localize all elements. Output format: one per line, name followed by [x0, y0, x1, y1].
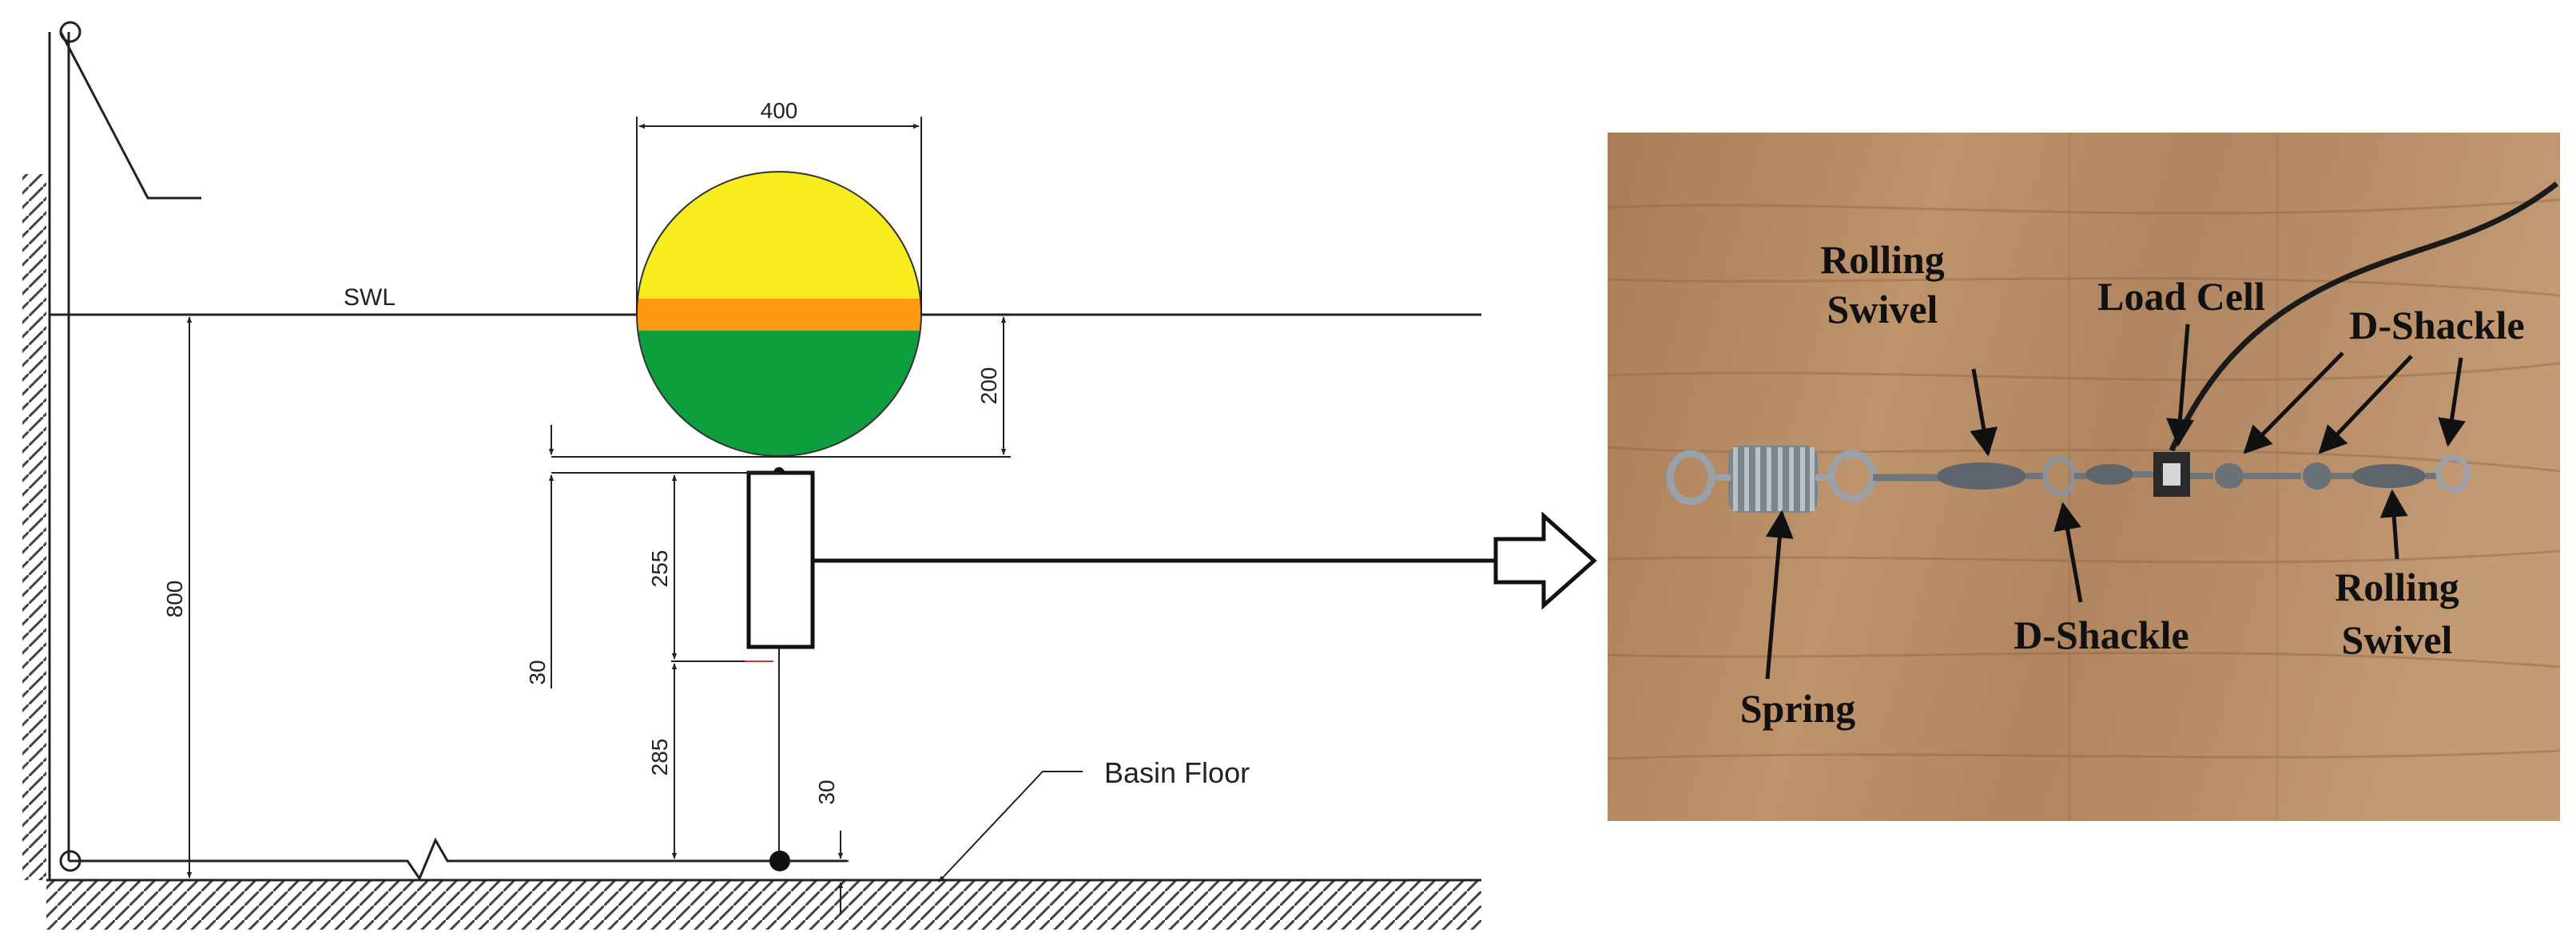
- label-rolling-swivel-right-line1: Rolling: [2335, 565, 2459, 609]
- zoom-arrow-icon: [1493, 511, 1597, 610]
- arrow-d-shackle-top-b: [2318, 355, 2413, 454]
- left-wall-hatch: [22, 174, 46, 880]
- dim-draft-label: 200: [976, 367, 1001, 405]
- dim-upper-line-label: 255: [647, 550, 672, 588]
- end-ring-right: [2435, 454, 2471, 493]
- label-spring: Spring: [1740, 686, 1856, 731]
- label-d-shackle-top: D-Shackle: [2349, 303, 2524, 347]
- spring: [1728, 446, 1818, 513]
- arrow-d-shackle-top-a: [2243, 351, 2344, 454]
- basin-floor-label: Basin Floor: [1104, 756, 1250, 789]
- dim-water-depth-label: 800: [162, 581, 187, 618]
- dim-draft: 200: [551, 314, 1011, 458]
- arrow-load-cell: [2166, 323, 2194, 447]
- swivel-right: [2352, 464, 2426, 488]
- shackle-right: [2303, 462, 2332, 490]
- buoy-bottom: [637, 331, 921, 456]
- dim-diameter-label: 400: [761, 98, 798, 123]
- dim-anchor-height: 30: [787, 779, 849, 914]
- buoy-band: [637, 299, 921, 331]
- photo-labels: Rolling Swivel Load Cell D-Shackle D-Sha…: [1740, 237, 2525, 731]
- label-d-shackle-bottom: D-Shackle: [2013, 613, 2188, 657]
- shackle-mid: [2215, 463, 2244, 489]
- wood-grain: [1607, 133, 2561, 821]
- load-cell-display: [2163, 463, 2180, 486]
- mooring-hardware: [1666, 446, 2471, 513]
- anchor-point: [769, 851, 790, 871]
- wave-paddle-line: [59, 31, 201, 200]
- dim-anchor-height-label: 30: [814, 779, 839, 804]
- label-load-cell: Load Cell: [2097, 274, 2265, 319]
- swivel-left: [1937, 462, 2026, 490]
- arrow-d-shackle-bottom: [2053, 502, 2083, 603]
- swl-label: SWL: [344, 284, 396, 311]
- arrow-rolling-swivel-right: [2379, 489, 2408, 560]
- arrow-spring: [1765, 510, 1794, 680]
- load-cell-cable: [2169, 181, 2559, 452]
- dim-lower-line-label: 285: [647, 739, 672, 776]
- label-rolling-swivel-left-line1: Rolling: [1820, 237, 1945, 282]
- spring-end-ring: [1666, 450, 1715, 506]
- arrow-d-shackle-top-c: [2438, 357, 2466, 447]
- connector-left: [2085, 464, 2133, 485]
- tank-drawing: SWL 400 200 800: [22, 21, 1597, 930]
- buoy-top: [637, 172, 921, 299]
- floor-hatch: [46, 880, 1481, 930]
- mooring-photo: Rolling Swivel Load Cell D-Shackle D-Sha…: [1607, 133, 2561, 821]
- dim-water-depth: 800: [162, 316, 193, 879]
- arrow-rolling-swivel-left: [1970, 368, 1998, 457]
- dim-diameter: 400: [636, 98, 922, 315]
- basin-floor-leader: [938, 771, 1083, 883]
- dim-line-segments: 255 285: [647, 472, 779, 859]
- load-cell-assembly-box: [746, 470, 815, 649]
- buoy: [636, 171, 922, 457]
- callout-arrows: [1765, 323, 2466, 680]
- dim-gap-label: 30: [525, 660, 550, 684]
- label-rolling-swivel-left-line2: Swivel: [1827, 287, 1938, 331]
- bottom-line-with-break: [69, 837, 847, 882]
- label-rolling-swivel-right-line2: Swivel: [2342, 617, 2453, 662]
